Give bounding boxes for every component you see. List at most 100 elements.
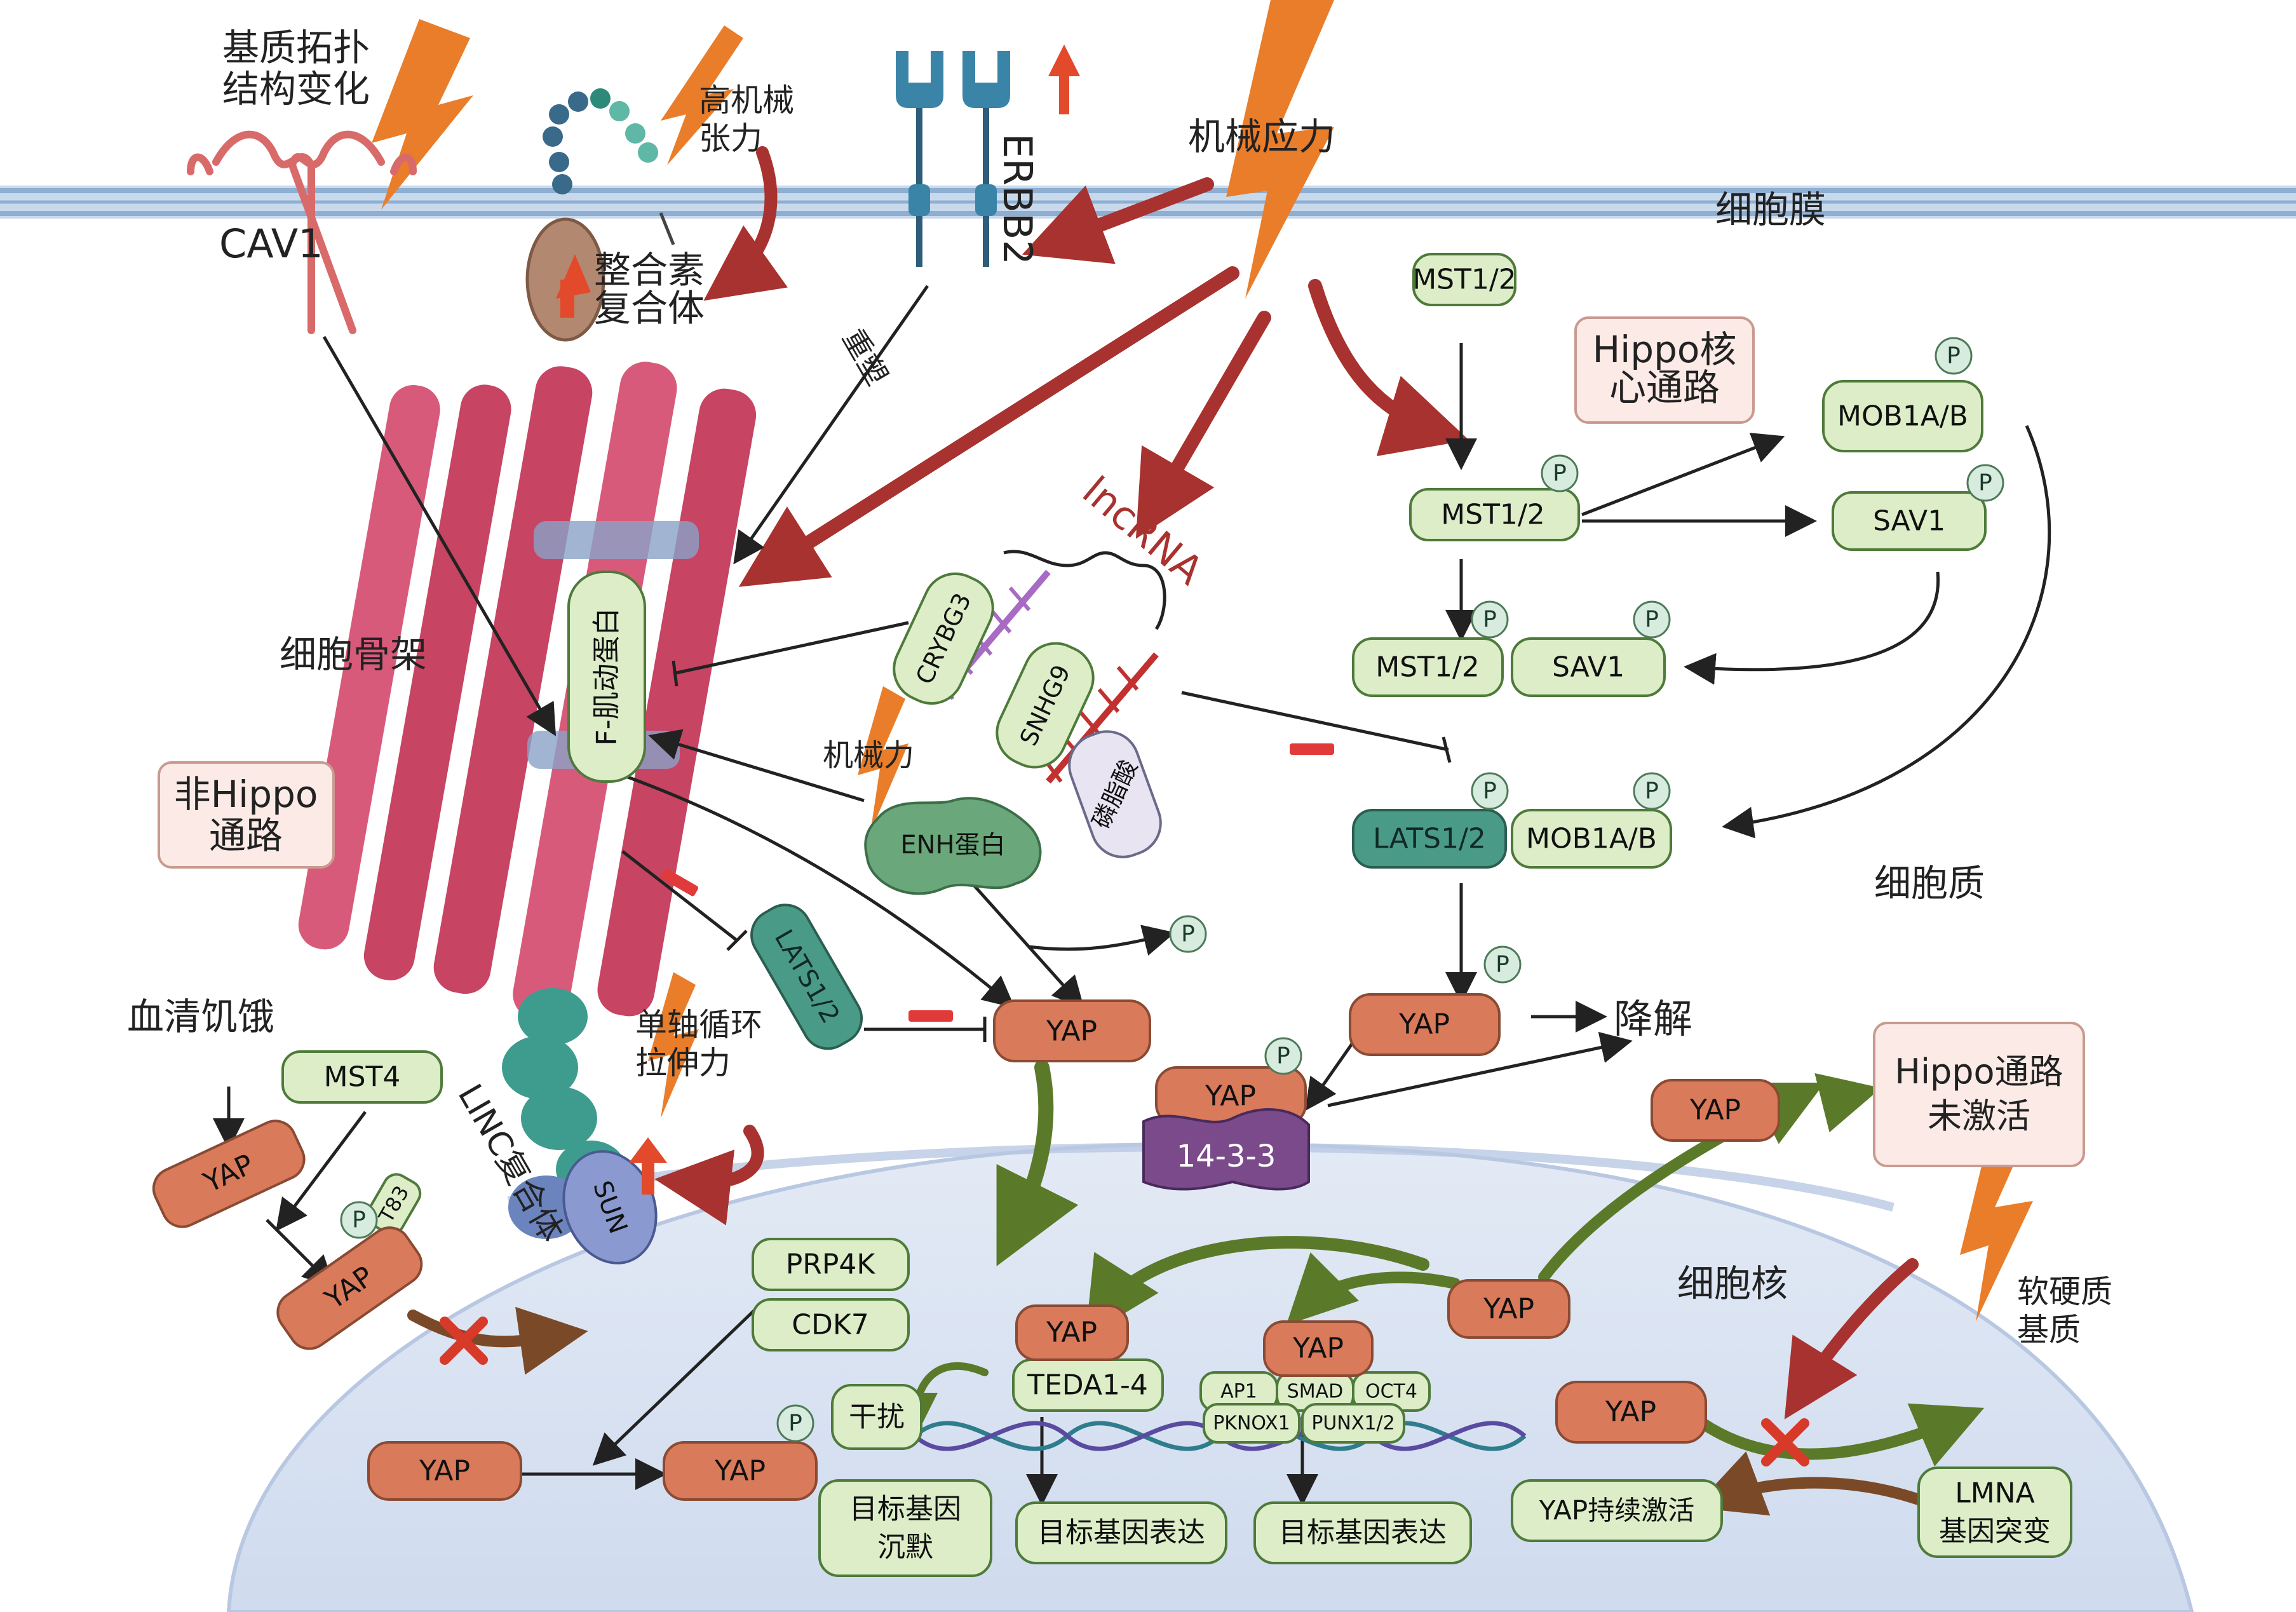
mech-stress-arrow	[738, 266, 1239, 587]
yap-tf-text: YAP	[1292, 1332, 1344, 1365]
mech-stress-label: 机械应力	[1188, 115, 1335, 158]
phosphate-label: P	[1483, 607, 1497, 633]
lightning-icon	[648, 972, 699, 1118]
uniaxial-line1: 单轴循环	[635, 1006, 762, 1043]
phosphate-label: P	[1483, 778, 1497, 804]
enh-text: ENH蛋白	[900, 830, 1005, 860]
erbb2-label: ERBB2	[994, 133, 1041, 265]
phosphate-label: P	[1645, 607, 1659, 633]
soft-hard-line1: 软硬质	[2017, 1273, 2112, 1310]
soft-matrix-arrow	[1784, 1258, 1919, 1419]
interfere-node	[831, 1384, 922, 1450]
inhibit-line	[1442, 736, 1452, 763]
crybg3-node	[893, 572, 994, 705]
lightning-icon	[1226, 0, 1334, 299]
silence-line1: 目标基因	[849, 1493, 961, 1526]
hippo-inactive-line2: 未激活	[1928, 1096, 2030, 1136]
mst12-node	[1412, 253, 1516, 306]
lightning-icon	[1960, 1137, 2033, 1322]
phosphate-label: P	[1553, 461, 1567, 487]
mech-stress-arrow	[1022, 177, 1214, 264]
yap-export-arrow	[1286, 1252, 1461, 1325]
yap-n1-node	[367, 1441, 522, 1501]
cdk7-text: CDK7	[792, 1309, 868, 1341]
phosphate-icon	[1471, 600, 1509, 639]
remodel-label: 重塑	[835, 323, 895, 391]
inhibit-line	[672, 660, 679, 687]
phosphate-label: P	[1947, 343, 1961, 369]
soft-hard-line2: 基质	[2017, 1311, 2081, 1348]
yap-n4-node	[1555, 1381, 1707, 1444]
inhibit-line	[621, 850, 738, 942]
yap-teda-text: YAP	[1046, 1317, 1097, 1349]
yap-right-text: YAP	[1689, 1094, 1741, 1127]
sustain-text: YAP持续激活	[1539, 1495, 1694, 1526]
hippo-inactive-box	[1873, 1022, 2085, 1167]
yap-export-arrow	[1085, 1236, 1429, 1337]
punx-text: PUNX1/2	[1311, 1412, 1394, 1435]
phosphate-icon	[1169, 915, 1207, 953]
blocked-x-icon	[440, 1317, 488, 1365]
express2-text: 目标基因表达	[1279, 1517, 1447, 1549]
hippo-inactive-line1: Hippo通路	[1894, 1052, 2063, 1092]
high-tension-line2: 张力	[699, 120, 762, 157]
lightning-icon	[372, 19, 473, 210]
lats-left-node	[750, 904, 863, 1050]
uniaxial-arrow	[654, 1125, 764, 1226]
mst12-p-node	[1409, 488, 1580, 541]
mst12-p-text: MST1/2	[1441, 499, 1545, 531]
hippo-core-line1: Hippo核	[1593, 328, 1737, 371]
mech-force-label: 机械力	[823, 738, 914, 773]
arrow	[322, 335, 557, 736]
high-tension-line1: 高机械	[699, 82, 794, 119]
phosphate-icon	[776, 1404, 814, 1442]
mob1ab-b-text: MOB1A/B	[1526, 823, 1657, 855]
yap-import-arrow	[1814, 1073, 1882, 1133]
up-arrow-icon	[629, 1137, 667, 1195]
mst4-text: MST4	[324, 1061, 401, 1094]
f-actin-text: F-肌动蛋白	[591, 607, 623, 745]
silence-line2: 沉默	[877, 1531, 933, 1564]
phosphate-icon	[1264, 1037, 1302, 1075]
arrow	[648, 729, 865, 803]
sav1-b-node	[1511, 637, 1666, 697]
smad-text: SMAD	[1287, 1381, 1344, 1403]
prp4k-node	[752, 1238, 910, 1291]
teda-text: TEDA1-4	[1027, 1369, 1148, 1402]
yap-right-node	[1651, 1079, 1780, 1142]
phospholipid-node	[1068, 730, 1162, 858]
mob1ab-node	[1822, 380, 1983, 452]
yap-tf-node	[1263, 1320, 1374, 1377]
cav1-protein	[187, 130, 417, 334]
prp4k-text: PRP4K	[786, 1249, 876, 1281]
phosphate-label: P	[1496, 952, 1509, 978]
arrow	[971, 882, 1084, 1009]
f-actin-node	[567, 571, 646, 783]
phosphate-icon	[1483, 945, 1522, 984]
serum-label: 血清饥饿	[127, 995, 274, 1038]
lats12-text: LATS1/2	[1373, 823, 1486, 855]
express1-node	[1015, 1501, 1227, 1564]
mst4-node	[281, 1050, 443, 1104]
phosphate-label: P	[1645, 778, 1659, 804]
arrow	[276, 1111, 367, 1231]
phosphate-icon	[1541, 454, 1579, 492]
cytoskeleton-fibers	[298, 362, 757, 1021]
integrin-complex	[525, 88, 675, 342]
degrade-label: 降解	[1614, 996, 1692, 1042]
erbb2-receptor	[896, 44, 1080, 267]
matrix-topology-line2: 结构变化	[222, 67, 370, 111]
arrow	[733, 285, 929, 565]
lmna-line1: LMNA	[1955, 1477, 2035, 1510]
express1-text: 目标基因表达	[1037, 1517, 1205, 1549]
non-hippo-line2: 通路	[209, 814, 283, 857]
inhibit-line	[673, 621, 909, 675]
inhibit-line	[726, 930, 748, 951]
pknox1-text: PKNOX1	[1213, 1412, 1290, 1435]
yap-n2-node	[663, 1441, 818, 1501]
yap-left2-node	[276, 1226, 423, 1350]
yap-n1-text: YAP	[419, 1455, 470, 1487]
phosphate-label: P	[788, 1411, 802, 1437]
yap-teda-node	[1015, 1304, 1129, 1361]
cdk7-node	[752, 1298, 910, 1351]
